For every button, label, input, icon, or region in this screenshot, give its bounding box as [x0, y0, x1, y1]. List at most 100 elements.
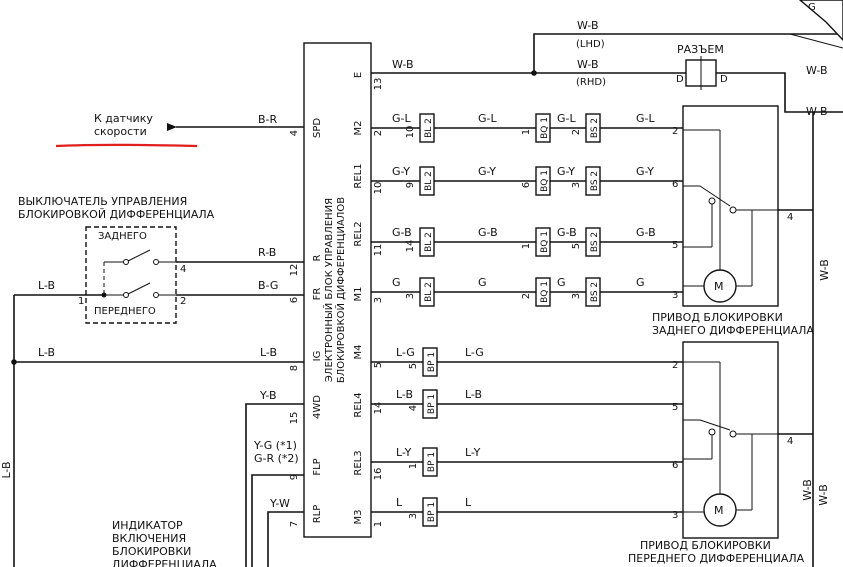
pin-num-ig: 8: [289, 365, 300, 371]
wire-wb-v3-label: W-B: [817, 484, 830, 506]
connector-bs2: [585, 227, 601, 257]
ecu-title-line1: ЭЛЕКТРОННЫЙ БЛОК УПРАВЛЕНИЯ: [322, 198, 335, 382]
connector-d-left: D: [676, 74, 684, 85]
ecu-left-pins: SPD 4 R 12 FR 6 IG 8 4WD 15 FLP 9 RLP 7: [289, 118, 323, 528]
pin-name-4wd: 4WD: [312, 395, 323, 419]
rear-row-wire-d-label: G: [636, 276, 645, 289]
wire-l-b-ig-label-2: L-B: [260, 346, 277, 359]
ecu-block: ЭЛЕКТРОННЫЙ БЛОК УПРАВЛЕНИЯ БЛОКИРОВКОЙ …: [303, 42, 372, 538]
speed-sensor-link: B-R К датчику скорости: [55, 112, 304, 148]
connector-bp1-label: BP 1: [427, 502, 437, 522]
connector-bl2-pin: 9: [405, 182, 416, 188]
connector-bq1-label: BQ 1: [540, 170, 550, 192]
connector-bp1: [422, 447, 438, 477]
front-actuator-pin: 5: [672, 402, 678, 413]
connector-bs2-label: BS 2: [590, 171, 600, 191]
connector-bs2-pin: 3: [571, 182, 582, 188]
pin-num-4wd: 15: [289, 412, 300, 425]
pin-num-r: 12: [289, 264, 300, 277]
connector-bp1: [422, 497, 438, 527]
connector-bq1-label: BQ 1: [540, 281, 550, 303]
wire-y-w: [267, 511, 304, 567]
rear-row-wire-c-label: G: [557, 276, 566, 289]
connector-bp1: [422, 347, 438, 377]
connector-bp1-label: BP 1: [427, 352, 437, 372]
connector-bp1-label: BP 1: [427, 394, 437, 414]
connector-bq1-pin: 1: [521, 243, 532, 249]
rear-actuator-pin: 5: [672, 240, 678, 251]
switch-title-line2: БЛОКИРОВКОЙ ДИФФЕРЕНЦИАЛА: [18, 208, 215, 221]
connector-bl2: [419, 277, 435, 307]
front-row-wire-b-label: L-G: [465, 346, 484, 359]
connector-bp1-pin: 3: [408, 513, 419, 519]
rear-actuator-pin: 2: [672, 126, 678, 137]
lhd-label: (LHD): [576, 39, 605, 50]
indicator-wires: Y-B Y-G (*1) G-R (*2) Y-W: [245, 389, 304, 567]
connector-bl2: [419, 113, 435, 143]
connector-bq1: [535, 277, 551, 307]
wire-r-b-label: R-B: [258, 246, 276, 259]
connector-bq1-pin: 2: [521, 293, 532, 299]
front-row-wire-b-label: L-Y: [465, 446, 481, 459]
front-actuator-title-line1: ПРИВОД БЛОКИРОВКИ: [640, 539, 771, 552]
switch-title-line1: ВЫКЛЮЧАТЕЛЬ УПРАВЛЕНИЯ: [18, 195, 187, 208]
corner-symbol: [798, 0, 843, 42]
rear-actuator-title-line2: ЗАДНЕГО ДИФФЕРЕНЦИАЛА: [652, 324, 814, 337]
connector-bs2-label: BS 2: [590, 282, 600, 302]
connector-bl2-label: BL 2: [424, 118, 434, 138]
pin-name-rel1: REL1: [353, 163, 364, 188]
switch-rear-label: ЗАДНЕГО: [98, 231, 147, 242]
rear-row-wire-a-label: G-B: [392, 226, 412, 239]
front-row-wire-a-label: L-Y: [396, 446, 412, 459]
pin-name-flp: FLP: [312, 458, 323, 475]
pin-name-rel2: REL2: [353, 221, 364, 246]
spd-wire-label: B-R: [258, 113, 278, 126]
pin-num-rel4: 14: [373, 402, 384, 415]
wire-g-r-label: G-R (*2): [254, 452, 299, 465]
connector-bl2-pin: 10: [405, 126, 416, 139]
ecu-right-pins: E 13 M2 2 REL1 10 REL2 11 M1 3 M4 5 REL4…: [353, 72, 384, 527]
pin-num-e: 13: [373, 78, 384, 91]
pin-name-rel4: REL4: [353, 392, 364, 417]
indicator-label: ИНДИКАТОР ВКЛЮЧЕНИЯ БЛОКИРОВКИ ДИФФЕРЕНЦ…: [112, 519, 217, 567]
indicator-line4: ДИФФЕРЕНЦИАЛА: [112, 558, 217, 567]
indicator-line1: ИНДИКАТОР: [112, 519, 183, 532]
rear-row-wire-b-label: G-B: [478, 226, 498, 239]
switch-housing: [85, 226, 177, 324]
front-actuator-pin: 6: [672, 460, 678, 471]
wire-y-b: [245, 403, 304, 567]
front-actuator-title-line2: ПЕРЕДНЕГО ДИФФЕРЕНЦИАЛА: [628, 552, 805, 565]
connector-bs2-pin: 3: [571, 293, 582, 299]
connector-bq1-label: BQ 1: [540, 117, 550, 139]
connector-bs2: [585, 113, 601, 143]
front-row-wire-b-label: L-B: [465, 388, 482, 401]
switch-pin-1: 1: [78, 296, 84, 307]
switch-front-contact: [127, 282, 151, 295]
connector-bq1: [535, 113, 551, 143]
connector-bs2-pin: 2: [571, 129, 582, 135]
pin-name-ig: IG: [312, 351, 323, 362]
pin-num-rlp: 7: [289, 521, 300, 527]
wire-rhd-label: W-B: [577, 58, 599, 71]
rear-actuator-body: [682, 105, 779, 307]
rear-row-wire-d-label: G-L: [636, 112, 655, 125]
wire-l-b-switch-label: L-B: [38, 279, 55, 292]
pin-name-r: R: [312, 254, 323, 261]
pin-num-m1: 3: [373, 297, 384, 303]
connector-bs2-label: BS 2: [590, 118, 600, 138]
wire-y-g-label: Y-G (*1): [253, 439, 297, 452]
corner-letter: G: [808, 2, 816, 13]
rear-row-wire-d-label: G-B: [636, 226, 656, 239]
connector-bq1: [535, 227, 551, 257]
connector-bp1: [422, 389, 438, 419]
rear-actuator-switch: [699, 185, 731, 207]
connector-bl2: [419, 227, 435, 257]
wire-l-b-ig-label: L-B: [38, 346, 55, 359]
connector-bs2: [585, 277, 601, 307]
